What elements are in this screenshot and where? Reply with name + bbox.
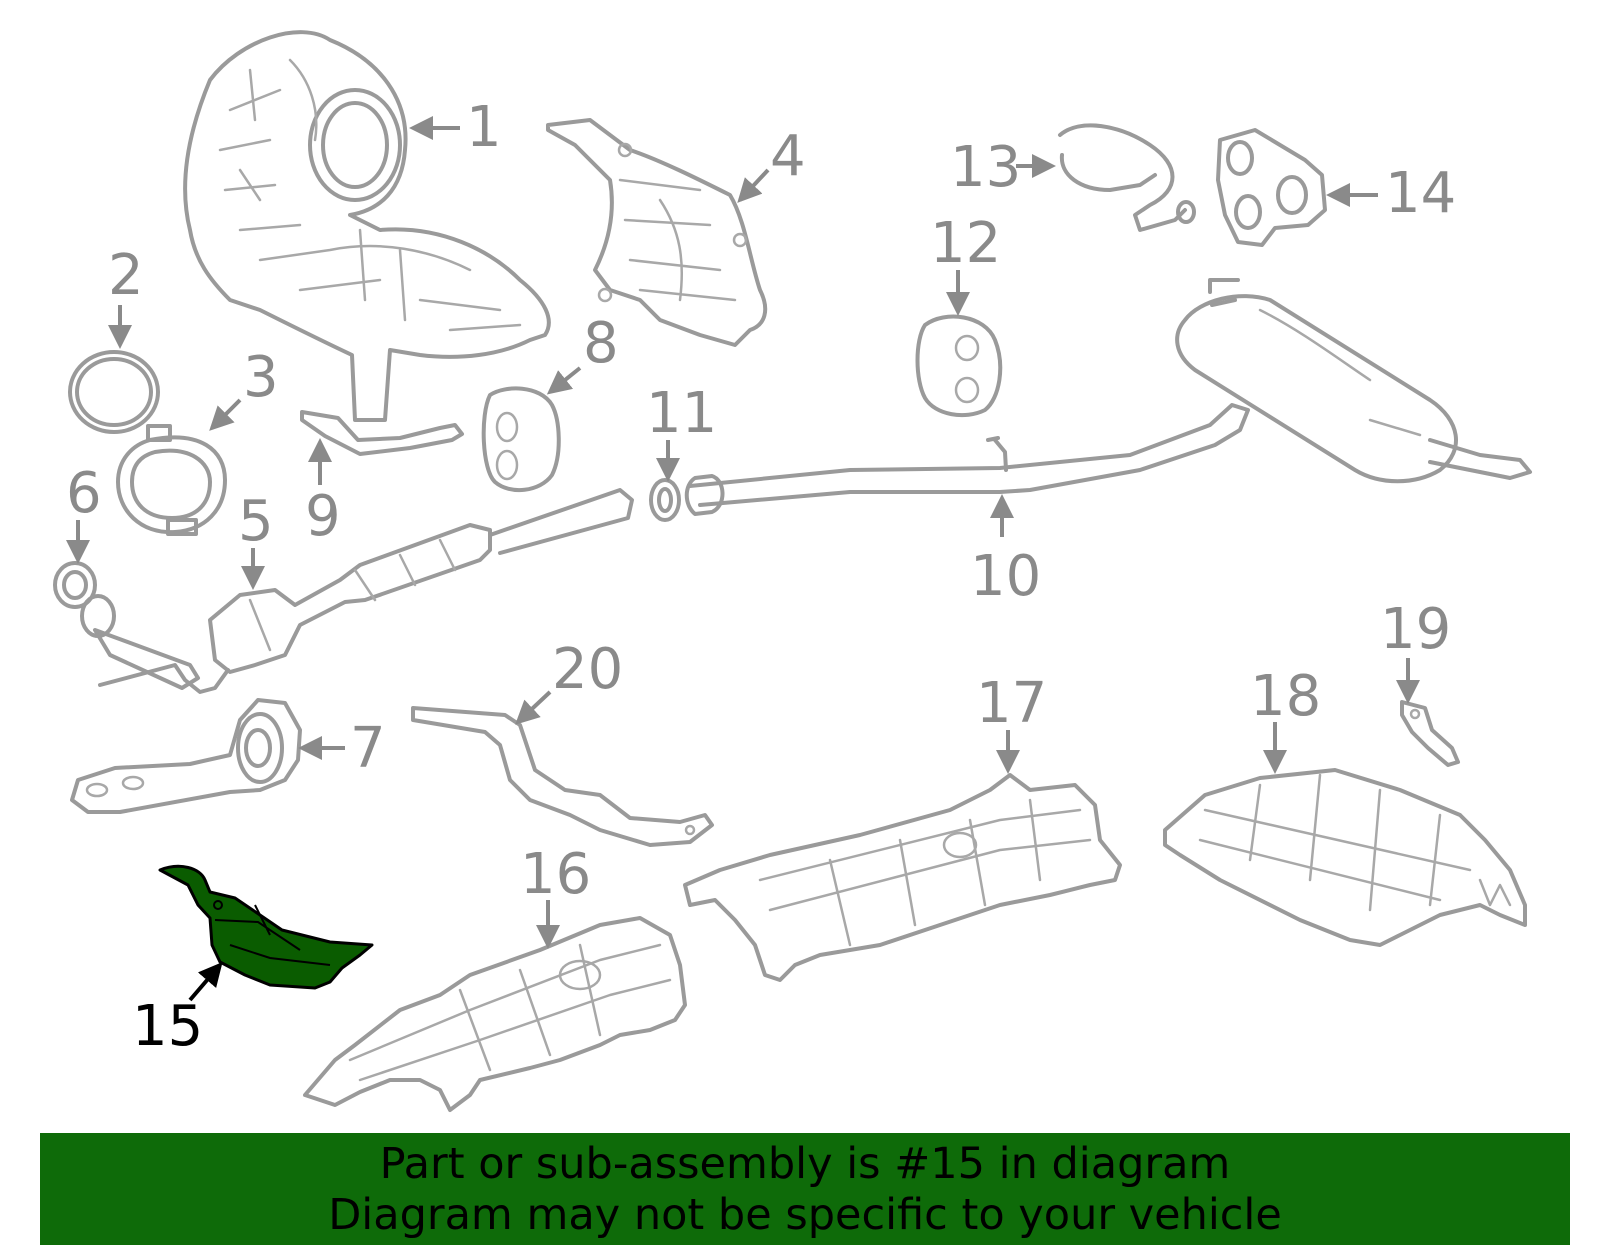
part-14-insulator[interactable] xyxy=(1216,128,1327,247)
svg-text:16: 16 xyxy=(520,842,591,907)
part-3-clamp[interactable] xyxy=(116,424,227,536)
callout-13: 13 xyxy=(950,135,1056,200)
callout-7: 7 xyxy=(298,716,386,781)
svg-text:1: 1 xyxy=(466,95,502,160)
part-12-hanger[interactable] xyxy=(915,314,1003,418)
svg-text:6: 6 xyxy=(66,461,102,526)
callout-2: 2 xyxy=(108,243,144,349)
callout-12: 12 xyxy=(930,211,1001,316)
banner-line-part: Part or sub-assembly is #15 in diagram xyxy=(379,1139,1231,1189)
callout-20: 20 xyxy=(515,637,623,725)
part-9-support-bracket[interactable] xyxy=(300,410,464,456)
svg-text:2: 2 xyxy=(108,243,144,308)
part-11-gasket[interactable] xyxy=(649,478,681,522)
part-16-floor-heat-shield[interactable] xyxy=(303,916,687,1112)
callout-19: 19 xyxy=(1380,597,1451,704)
callout-16: 16 xyxy=(520,842,591,949)
callout-17: 17 xyxy=(976,671,1047,774)
callout-10: 10 xyxy=(970,494,1041,609)
part-5-front-pipe[interactable] xyxy=(80,488,634,694)
svg-text:8: 8 xyxy=(583,311,619,376)
banner-line-disclaimer: Diagram may not be specific to your vehi… xyxy=(328,1190,1282,1240)
part-19-bracket[interactable] xyxy=(1400,700,1460,767)
svg-text:19: 19 xyxy=(1380,597,1451,662)
part-18-rear-heat-shield[interactable] xyxy=(1163,768,1527,947)
info-banner: Part or sub-assembly is #15 in diagram D… xyxy=(40,1133,1570,1245)
callout-18: 18 xyxy=(1250,664,1321,774)
callout-1: 1 xyxy=(409,95,502,160)
part-17-center-heat-shield[interactable] xyxy=(683,773,1122,982)
svg-text:4: 4 xyxy=(770,124,806,189)
part-7-mount-bracket[interactable] xyxy=(70,698,302,814)
svg-text:15: 15 xyxy=(132,994,203,1059)
svg-text:5: 5 xyxy=(238,489,274,554)
callout-6: 6 xyxy=(66,461,102,564)
svg-text:11: 11 xyxy=(646,381,717,446)
part-15-heat-shield-highlighted[interactable] xyxy=(158,864,374,990)
callout-3: 3 xyxy=(209,345,279,431)
callout-14: 14 xyxy=(1326,161,1456,226)
callout-4: 4 xyxy=(737,124,806,203)
part-1-exhaust-manifold[interactable] xyxy=(183,30,551,422)
part-13-hanger-rod[interactable] xyxy=(1058,123,1196,232)
part-10-tail-pipe-muffler[interactable] xyxy=(684,278,1532,516)
part-4-heat-shield[interactable] xyxy=(546,118,768,347)
part-20-long-bracket[interactable] xyxy=(411,706,714,847)
svg-text:14: 14 xyxy=(1385,161,1456,226)
svg-text:7: 7 xyxy=(350,716,386,781)
svg-text:9: 9 xyxy=(305,484,341,549)
part-6-gasket[interactable] xyxy=(53,561,97,609)
part-2-gasket[interactable] xyxy=(68,350,160,434)
svg-text:10: 10 xyxy=(970,544,1041,609)
callout-8: 8 xyxy=(546,311,619,395)
svg-text:18: 18 xyxy=(1250,664,1321,729)
callout-15: 15 xyxy=(132,961,223,1059)
svg-text:20: 20 xyxy=(552,637,623,702)
callout-11: 11 xyxy=(646,381,717,482)
callout-9: 9 xyxy=(305,438,341,549)
svg-text:17: 17 xyxy=(976,671,1047,736)
callout-5: 5 xyxy=(238,489,274,590)
svg-text:12: 12 xyxy=(930,211,1001,276)
svg-text:3: 3 xyxy=(243,345,279,410)
svg-text:13: 13 xyxy=(950,135,1021,200)
part-8-hanger-insulator[interactable] xyxy=(481,386,561,493)
